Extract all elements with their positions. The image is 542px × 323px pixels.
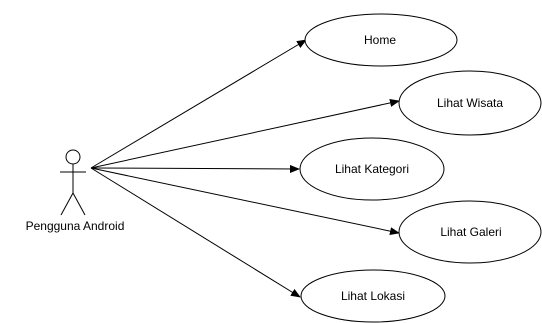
use-case-label: Home	[364, 33, 396, 47]
association-lihat-galeri	[90, 167, 400, 236]
use-case-ellipse	[299, 137, 445, 201]
actor: Pengguna Android	[26, 149, 125, 233]
associations	[90, 39, 400, 298]
use-case-label: Lihat Kategori	[335, 162, 409, 176]
use-case-lihat-galeri: Lihat Galeri	[398, 200, 542, 264]
use-case-lihat-wisata: Lihat Wisata	[398, 70, 542, 136]
stick-figure-icon	[60, 149, 86, 216]
use-case-lihat-kategori: Lihat Kategori	[299, 137, 445, 201]
use-case-label: Lihat Wisata	[437, 96, 503, 110]
use-case-ellipse	[300, 269, 446, 323]
use-case-home: Home	[304, 13, 458, 67]
use-case-label: Lihat Galeri	[440, 225, 501, 239]
association-lihat-kategori	[90, 164, 300, 173]
association-lihat-lokasi	[90, 167, 301, 298]
use-case-label: Lihat Lokasi	[341, 289, 405, 303]
use-case-ellipse	[398, 70, 542, 136]
use-case-lihat-lokasi: Lihat Lokasi	[300, 269, 446, 323]
actor-label: Pengguna Android	[26, 219, 125, 233]
association-lihat-wisata	[90, 99, 400, 169]
use-case-ellipse	[398, 200, 542, 264]
use-case-ellipse	[304, 13, 458, 67]
association-home	[90, 39, 307, 169]
